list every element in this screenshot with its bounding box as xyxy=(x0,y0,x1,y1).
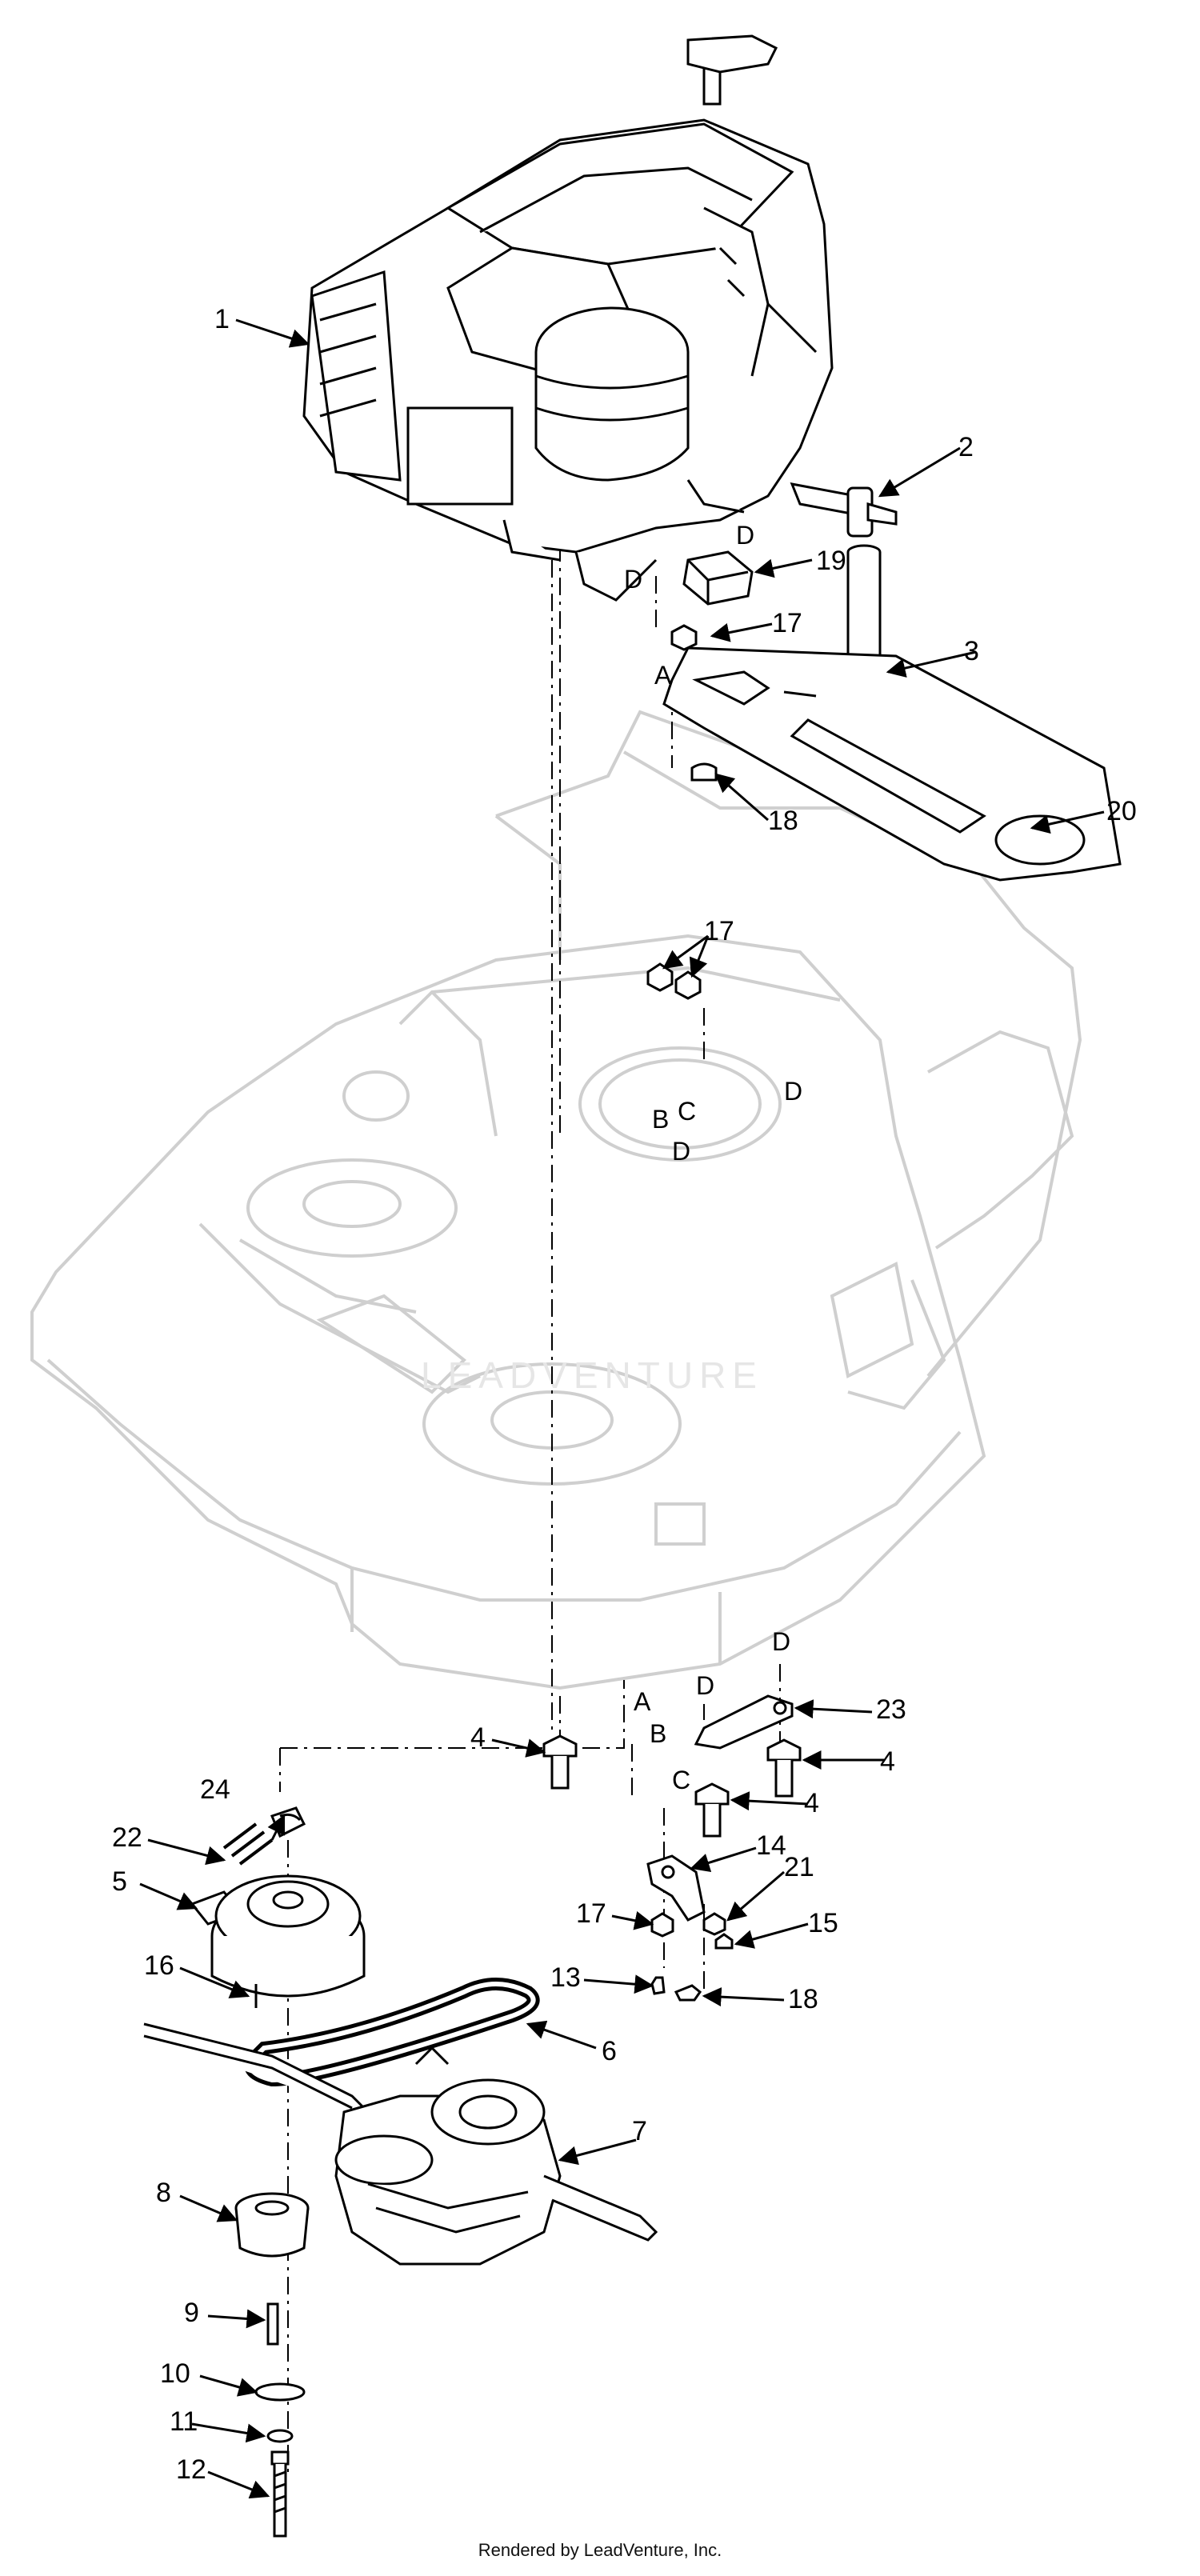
callout-17c: 17 xyxy=(576,1898,606,1929)
ref-D-lower-2: D xyxy=(696,1671,714,1700)
mower-deck-ghost xyxy=(30,710,1082,1690)
callout-14: 14 xyxy=(756,1830,786,1861)
callout-labels: 1 2 3 4 4 4 4 5 6 7 8 9 10 11 12 13 14 1… xyxy=(112,304,1137,2485)
mount-bracket-part-20 xyxy=(662,646,1122,882)
callout-10: 10 xyxy=(160,2358,190,2389)
callout-22: 22 xyxy=(112,1822,142,1853)
callout-23: 23 xyxy=(876,1694,906,1725)
callout-18b: 18 xyxy=(788,1984,818,2014)
footer-credit: Rendered by LeadVenture, Inc. xyxy=(478,2540,722,2560)
leader-lines xyxy=(139,318,1105,2499)
callout-1: 1 xyxy=(214,304,230,334)
callout-4b: 4 xyxy=(880,1746,895,1777)
transmission-part-7 xyxy=(143,2022,658,2266)
callout-3: 3 xyxy=(964,636,979,666)
callout-18a: 18 xyxy=(768,806,798,836)
ref-A-top: A xyxy=(654,661,672,690)
callout-8: 8 xyxy=(156,2178,171,2208)
relay-part-19 xyxy=(682,550,754,606)
callout-6: 6 xyxy=(602,2036,617,2066)
callout-11: 11 xyxy=(170,2406,198,2437)
callout-2: 2 xyxy=(958,432,974,462)
fuel-fitting-part-2 xyxy=(790,482,898,538)
callout-7: 7 xyxy=(632,2116,647,2146)
callout-24: 24 xyxy=(200,1774,230,1805)
reference-letter-labels: A A B B C C D D D D D D D D xyxy=(624,521,802,1794)
callout-21: 21 xyxy=(784,1852,814,1882)
ref-D-engine-left: D xyxy=(624,565,642,594)
callout-15: 15 xyxy=(808,1908,838,1938)
ref-B-bottom: B xyxy=(650,1719,666,1748)
ref-B-top: B xyxy=(652,1105,669,1134)
ref-D-engine-right: D xyxy=(736,521,754,550)
ref-D-frame-center: D xyxy=(672,1137,690,1166)
callout-9: 9 xyxy=(184,2298,199,2328)
callout-17a: 17 xyxy=(772,608,802,638)
callout-5: 5 xyxy=(112,1866,127,1897)
hardware-upper xyxy=(646,624,718,1000)
ref-A-bottom: A xyxy=(634,1687,651,1716)
ref-D-frame-right: D xyxy=(784,1077,802,1106)
callout-4c: 4 xyxy=(804,1788,819,1818)
callout-13: 13 xyxy=(550,1962,581,1993)
callout-16: 16 xyxy=(144,1950,174,1981)
callout-4a: 4 xyxy=(470,1722,486,1753)
clutch-assembly xyxy=(190,1806,366,2008)
watermark: LEADVENTURE xyxy=(421,1354,763,1396)
callout-20: 20 xyxy=(1106,796,1137,826)
hardware-lower xyxy=(542,1694,802,2002)
pulley-stack xyxy=(234,2192,310,2538)
ref-D-lower-1: D xyxy=(772,1627,790,1656)
callout-12: 12 xyxy=(176,2454,206,2485)
ref-C-bottom: C xyxy=(672,1766,690,1794)
engine-part-1 xyxy=(302,34,834,602)
callout-17b: 17 xyxy=(704,916,734,946)
callout-19: 19 xyxy=(816,546,846,576)
ref-C-top: C xyxy=(678,1097,696,1126)
